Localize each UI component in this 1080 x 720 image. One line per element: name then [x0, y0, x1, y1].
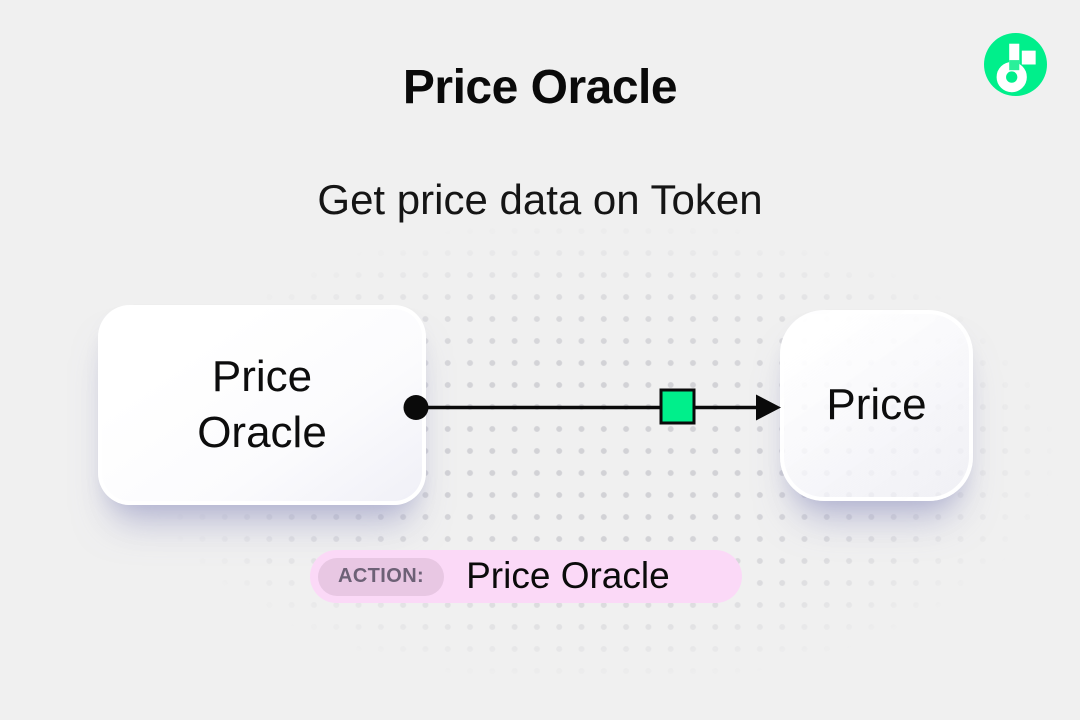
- node-price: Price: [780, 310, 973, 501]
- node-price-label: Price: [826, 380, 927, 430]
- node-price-oracle: Price Oracle: [98, 305, 426, 505]
- flow-logo-stem: [1009, 43, 1020, 71]
- page-subtitle: Get price data on Token: [317, 176, 763, 223]
- action-badge-label: ACTION:: [318, 557, 445, 596]
- flow-logo-icon: [984, 33, 1047, 96]
- flow-logo-crossbar: [1021, 50, 1036, 65]
- flow-logo-notch: [1009, 60, 1020, 71]
- node-price-oracle-label: Price Oracle: [197, 351, 327, 457]
- page-title: Price Oracle: [402, 61, 678, 114]
- action-badge: ACTION: Price Oracle: [310, 550, 742, 603]
- action-badge-value: Price Oracle: [466, 554, 670, 596]
